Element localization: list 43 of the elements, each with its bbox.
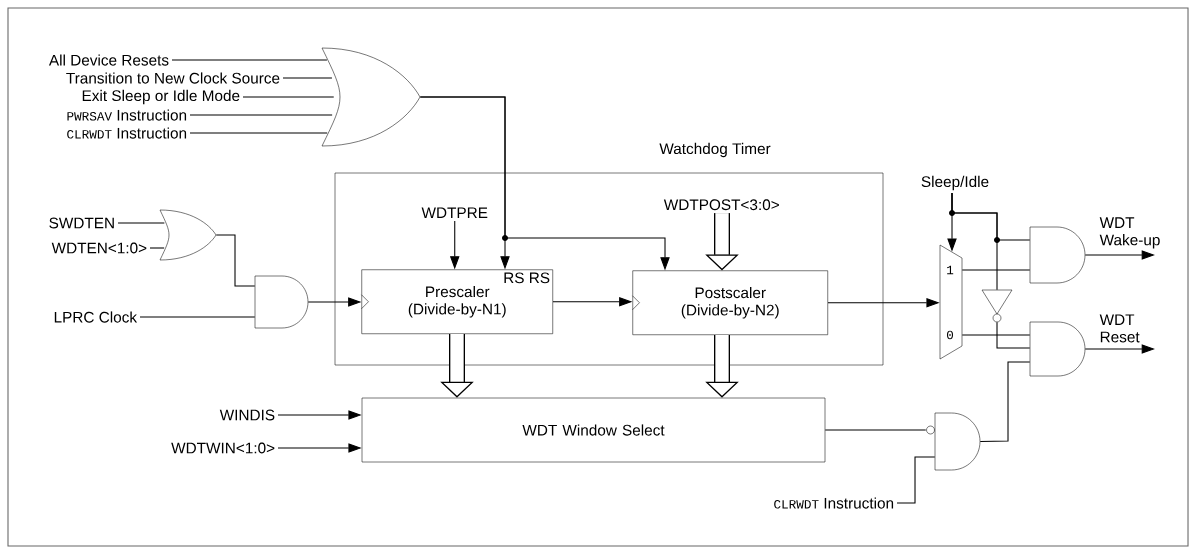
and-gate (254, 275, 309, 329)
output-label: WDT Wake-up (1099, 217, 1160, 249)
wire (896, 456, 936, 504)
wire (139, 316, 256, 318)
wire (996, 321, 1031, 349)
or-gate (159, 209, 217, 261)
wire (951, 192, 998, 291)
wire (282, 77, 333, 79)
pin-label: RS RS (504, 272, 550, 284)
output-label: WDT Reset (1099, 314, 1140, 343)
input-number: 0 (947, 330, 954, 340)
and-gate (926, 412, 981, 471)
wire (215, 234, 256, 287)
block-box: Postscaler (Divide-by-N2) (632, 270, 828, 335)
signal-label: All Device Resets (48, 54, 169, 66)
signal-label: CLRWDT Instruction (774, 497, 894, 509)
wire (171, 59, 328, 61)
signal-label: PWRSAV Instruction (67, 109, 187, 121)
signal-label: WDTPOST<3:0> (663, 199, 779, 211)
signal-label: WDTEN<1:0> (51, 242, 147, 254)
wire (824, 429, 927, 431)
signal-label: Transition to New Clock Source (66, 72, 280, 84)
or-gate (321, 47, 421, 147)
wire (979, 361, 1031, 443)
inverter (981, 289, 1013, 323)
wire (242, 96, 335, 98)
block-box: WDT Window Select (361, 397, 826, 463)
wire (961, 269, 1031, 271)
signal-label: WDTWIN<1:0> (171, 442, 275, 454)
input-number: 1 (947, 265, 954, 275)
signal-label: WINDIS (219, 409, 275, 421)
wire (117, 222, 165, 224)
signal-label: SWDTEN (49, 217, 114, 229)
signal-label: WDTPRE (421, 207, 488, 218)
wire (189, 114, 333, 116)
wire (961, 334, 1031, 336)
signal-label: Sleep/Idle (921, 175, 989, 191)
signal-label: Exit Sleep or Idle Mode (82, 89, 240, 105)
signal-label: CLRWDT Instruction (67, 127, 187, 139)
wire (149, 247, 165, 249)
wire (189, 132, 328, 134)
box-heading: Watchdog Timer (659, 142, 771, 158)
signal-label: LPRC Clock (54, 311, 138, 323)
